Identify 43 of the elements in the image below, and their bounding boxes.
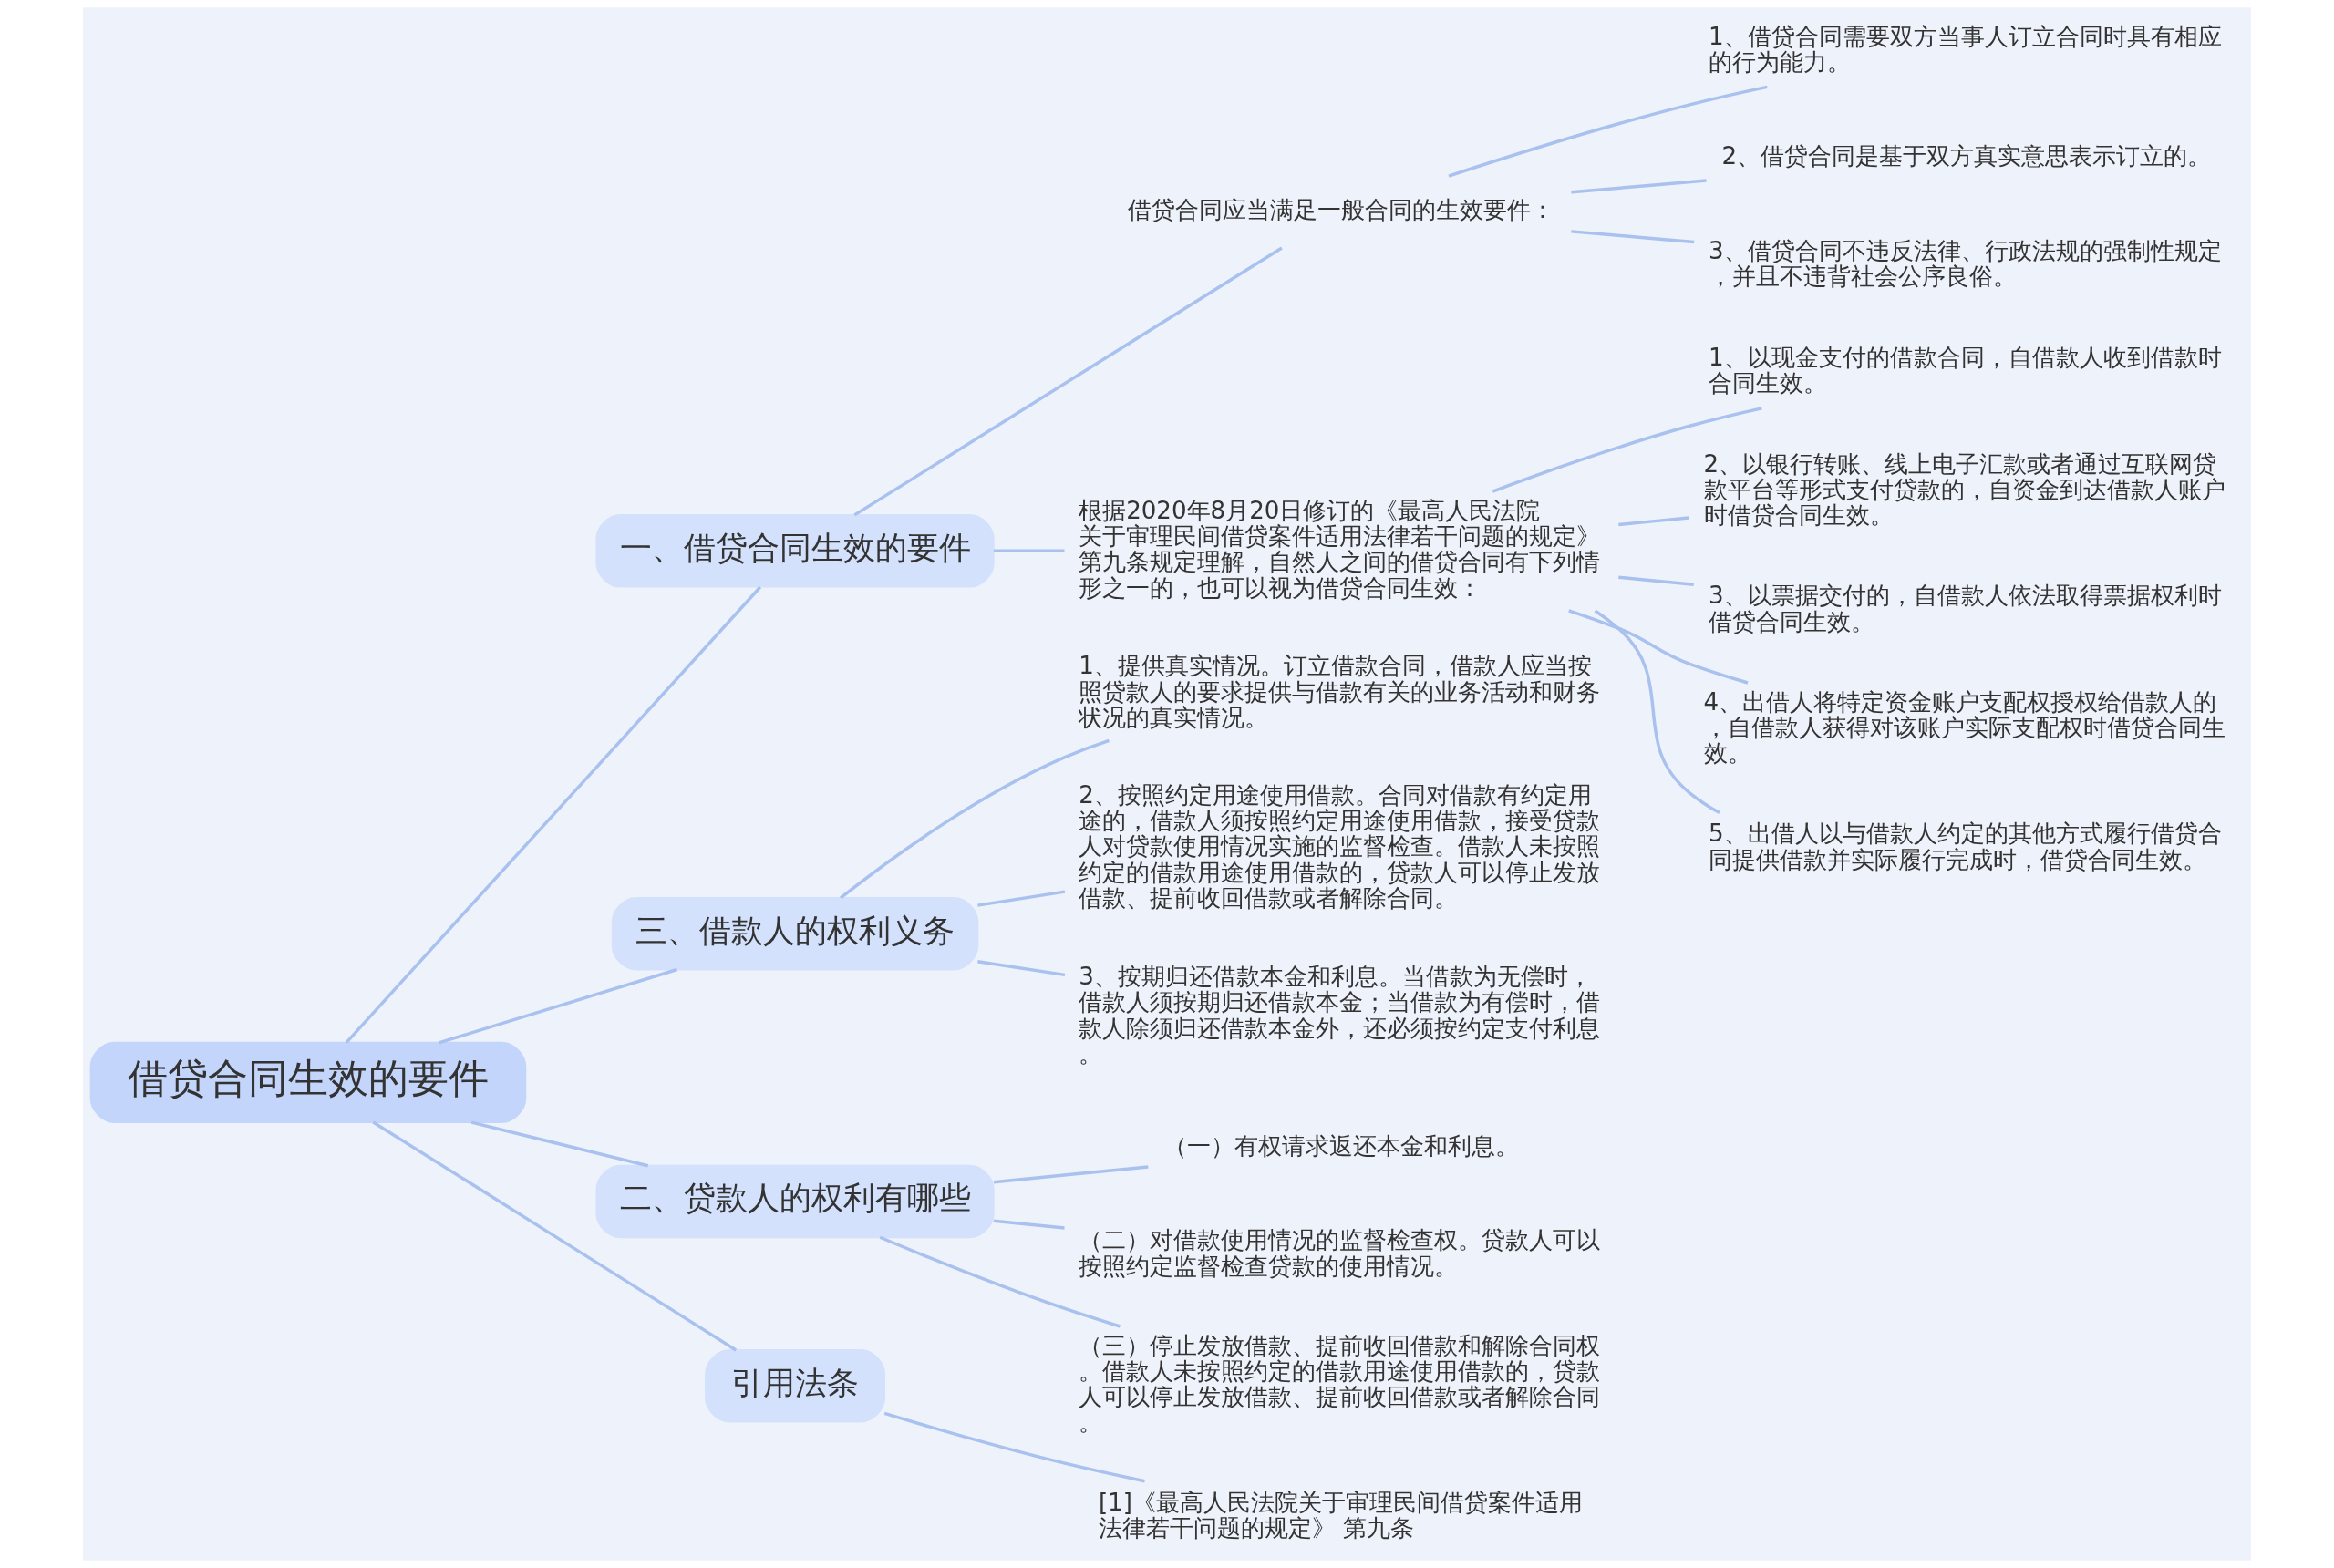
connector <box>977 959 1066 977</box>
node-text: 4、出借人将特定资金账户支配权授权给借款人的，自借款人获得对该账户实际支配权时借贷合同生效。 <box>1703 687 2226 768</box>
connector <box>1618 575 1694 586</box>
connector <box>1571 179 1707 194</box>
node-text: 5、出借人以与借款人约定的其他方式履行借贷合同提供借款并实际履行完成时，借贷合同生效。 <box>1708 820 2222 873</box>
node-box: 借贷合同生效的要件 <box>89 1041 527 1124</box>
node-text: 2、借贷合同是基于双方真实意思表示订立的。 <box>1721 142 2212 170</box>
node-text: 3、以票据交付的，自借款人依法取得票据权利时借贷合同生效。 <box>1708 582 2222 635</box>
node-text: （二）对借款使用情况的监督检查权。贷款人可以按照约定监督检查贷款的使用情况。 <box>1079 1226 1601 1280</box>
connector <box>853 246 1283 517</box>
connector <box>1594 609 1720 815</box>
connector <box>993 1165 1149 1184</box>
connector <box>993 1219 1065 1230</box>
node-box: 二、贷款人的权利有哪些 <box>595 1164 995 1239</box>
node-text: 1、借贷合同需要双方当事人订立合同时具有相应的行为能力。 <box>1708 22 2222 76</box>
connector <box>470 1120 649 1168</box>
node-text: [1]《最高人民法院关于审理民间借贷案件适用法律若干问题的规定》 第九条 <box>1098 1488 1583 1542</box>
connector <box>879 1235 1121 1328</box>
node-box: 三、借款人的权利义务 <box>611 897 979 971</box>
connector <box>1618 516 1689 527</box>
connector <box>840 738 1110 900</box>
connector <box>1448 85 1768 178</box>
connector <box>372 1120 738 1352</box>
connector <box>345 585 762 1044</box>
node-box: 一、借贷合同生效的要件 <box>595 514 995 588</box>
node-text: 3、按期归还借款本金和利息。当借款为无偿时，借款人须按期归还借款本金；当借款为有偿时，借款人除须归还借款本金外，还必须按约定支付利息。 <box>1079 962 1601 1068</box>
node-text: 1、以现金支付的借款合同，自借款人收到借款时合同生效。 <box>1708 344 2222 397</box>
node-text: 2、以银行转账、线上电子汇款或者通过互联网贷款平台等形式支付贷款的，自资金到达借款人账户时借贷合同生效。 <box>1703 449 2226 530</box>
node-text: 2、按照约定用途使用借款。合同对借款有约定用途的，借款人须按照约定用途使用借款，接受贷款人对贷款使用情况实施的监督检查。借款人未按照约定的借款用途使用借款的，贷款人可以停止发放借款、提前收回借款或者解除合同。 <box>1079 780 1601 913</box>
connector <box>1492 407 1762 493</box>
node-box: 引用法条 <box>705 1349 886 1423</box>
connector <box>438 967 678 1045</box>
connector <box>977 890 1066 907</box>
node-text: （一）有权请求返还本金和利息。 <box>1163 1131 1520 1160</box>
node-text: 1、提供真实情况。订立借款合同，借款人应当按照贷款人的要求提供与借款有关的业务活动和财务状况的真实情况。 <box>1079 652 1601 732</box>
connector <box>1568 609 1749 685</box>
node-text: 借贷合同应当满足一般合同的生效要件： <box>1128 196 1555 224</box>
connector <box>993 549 1065 553</box>
connector <box>1571 230 1695 244</box>
connector <box>883 1411 1145 1483</box>
node-text: 根据2020年8月20日修订的《最高人民法院关于审理民间借贷案件适用法律若干问题的规定》第九条规定理解，自然人之间的借贷合同有下列情形之一的，也可以视为借贷合同生效： <box>1079 496 1601 602</box>
node-text: 3、借贷合同不违反法律、行政法规的强制性规定，并且不违背社会公序良俗。 <box>1708 236 2222 290</box>
node-text: （三）停止发放借款、提前收回借款和解除合同权。借款人未按照约定的借款用途使用借款的，贷款人可以停止发放借款、提前收回借款或者解除合同。 <box>1079 1331 1601 1437</box>
